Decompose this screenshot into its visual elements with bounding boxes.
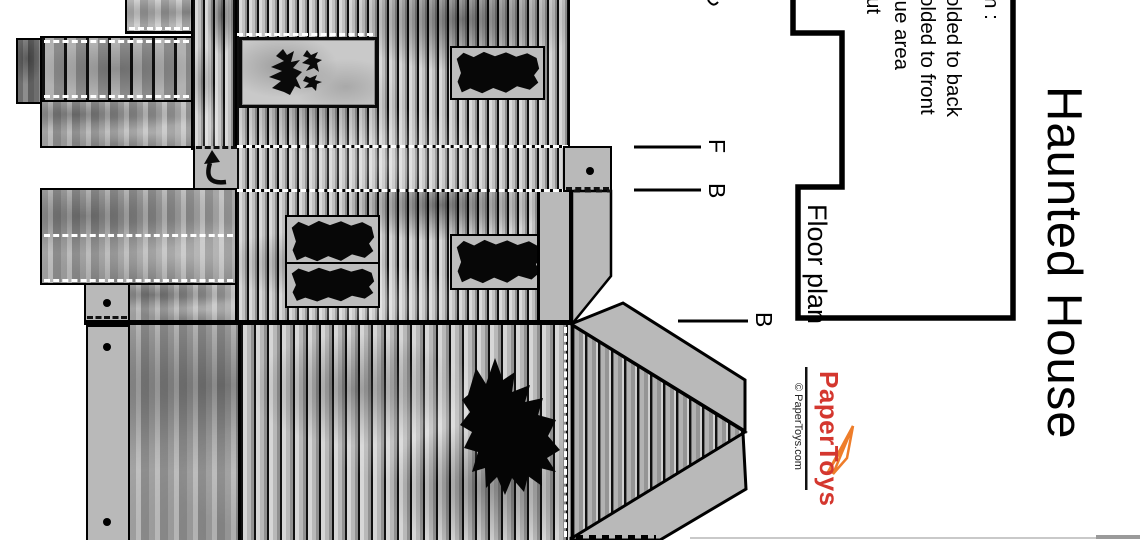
brand-logo-text: PaperToys: [814, 371, 844, 507]
fold-marker-b-bottom: B: [751, 312, 777, 328]
steps-side-piece: [16, 38, 42, 104]
lower-wall-piece: [130, 325, 570, 540]
legend-line-fold-front: olded to front: [916, 0, 939, 115]
fold-dash-line: [237, 189, 568, 192]
legend-line-fold-back: olded to back: [942, 0, 965, 117]
window-dark-right: [450, 234, 547, 290]
glue-tab-gable-bottom: [569, 430, 748, 540]
legend-line-heading: n :: [980, 0, 1003, 20]
cutoff-glyph-mark: [707, 0, 719, 6]
fold-dash-line: [566, 187, 609, 190]
glue-strip-left: [86, 325, 130, 540]
glue-dot: [103, 518, 111, 526]
glue-dot: [103, 343, 111, 351]
fold-dash-line: [44, 95, 189, 98]
glue-dot: [586, 167, 594, 175]
glue-tab-left-small: [84, 283, 130, 322]
gable-piece: [567, 301, 748, 540]
page-corner-mark: [1096, 535, 1140, 539]
window-pane: [291, 267, 375, 302]
chimney-column-piece: [537, 192, 572, 322]
window-pane: [291, 220, 375, 262]
window-dark-left-bottom: [285, 262, 380, 308]
fold-dash-line: [44, 234, 233, 237]
fold-arrow-tab: [193, 146, 240, 193]
copyright-text: © PaperToys.com: [792, 383, 804, 470]
fold-dash-line: [237, 33, 373, 36]
window-pane: [456, 51, 540, 94]
main-wall-lower-piece: [237, 192, 547, 322]
bat-window: [239, 37, 378, 108]
gable-triangle: [570, 322, 748, 540]
fold-marker-f: F: [704, 139, 730, 154]
porch-piece: [40, 102, 195, 148]
fold-marker-b: B: [704, 183, 730, 199]
lower-wall-siding: [238, 325, 570, 540]
main-wall-upper-piece: [237, 0, 570, 192]
floor-plan-label: Floor plan: [802, 204, 832, 325]
fold-dash-line: [237, 145, 568, 148]
siding-column-piece: [191, 0, 237, 150]
cut-line-horizontal: [84, 320, 614, 325]
left-wall-extension-piece: [128, 283, 237, 322]
fold-dash-line-vertical: [564, 327, 567, 537]
page-title: Haunted House: [1037, 86, 1091, 440]
legend-line-glue-area: lue area: [890, 0, 913, 71]
glue-tab-beveled: [570, 189, 613, 328]
logo-rule: [805, 367, 808, 490]
glue-tab-right: [563, 146, 612, 192]
glue-dot: [103, 299, 111, 307]
left-wall-piece: [40, 188, 237, 285]
fold-dash-line: [87, 316, 127, 319]
fold-dash-line: [196, 146, 237, 149]
fold-dash-line: [44, 279, 233, 282]
steps-piece: [40, 36, 193, 102]
attic-window: [450, 46, 545, 100]
window-pane: [456, 239, 542, 284]
legend-line-cut: ut: [862, 0, 885, 15]
fold-dash-line: [44, 40, 189, 43]
window-dark-left-top: [285, 215, 380, 268]
